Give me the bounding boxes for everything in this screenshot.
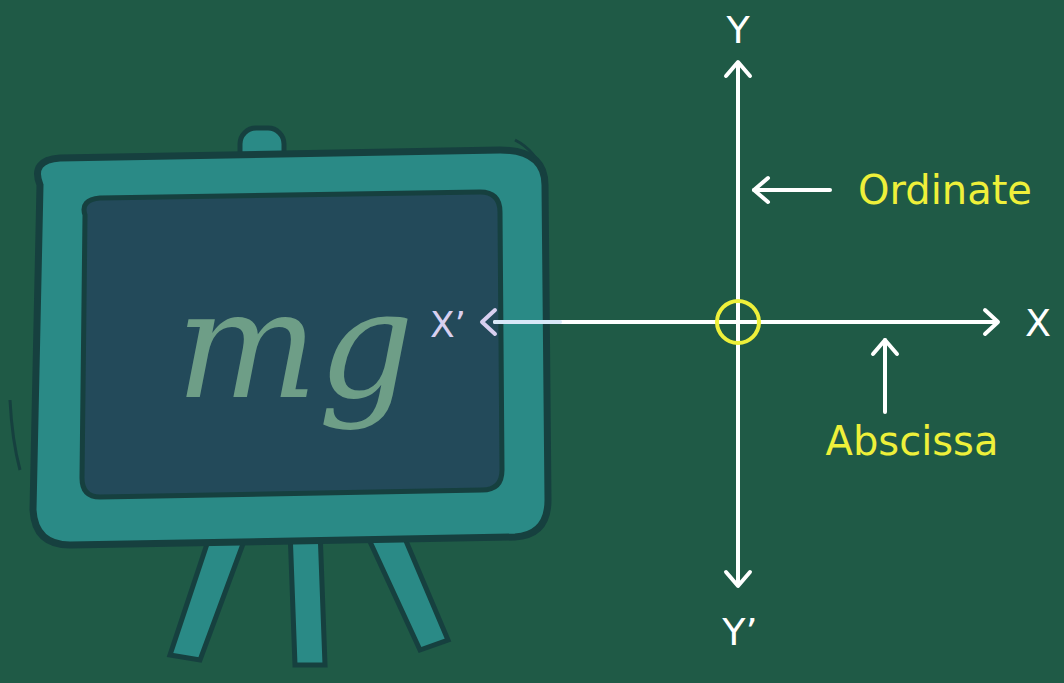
abscissa-label: Abscissa xyxy=(826,421,999,461)
logo-text: mg xyxy=(176,270,414,420)
coordinate-axes xyxy=(482,62,998,586)
axis-label: Y xyxy=(726,11,749,49)
axis-label: X xyxy=(1025,304,1051,342)
ordinate-label: Ordinate xyxy=(858,170,1032,210)
chalkboard-logo: mg xyxy=(90,200,500,490)
chalkboard-illustration xyxy=(10,128,548,665)
axis-label: X’ xyxy=(430,307,466,343)
axis-label: Y’ xyxy=(722,613,757,651)
